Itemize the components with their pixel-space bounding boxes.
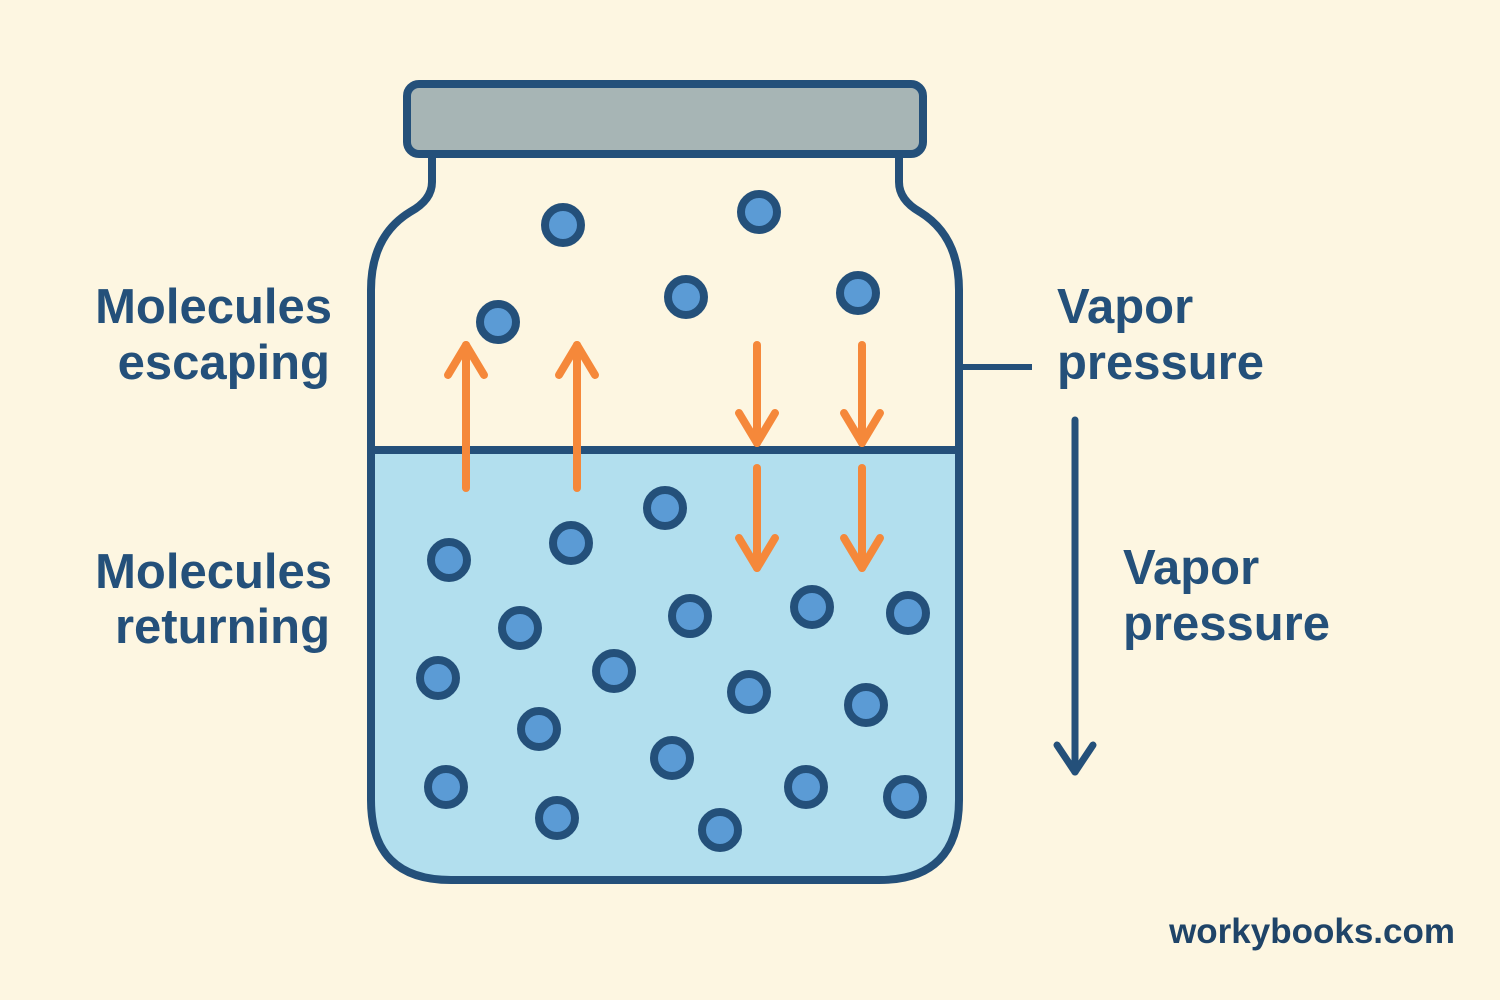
liquid-molecule: [727, 670, 771, 714]
liquid-molecule: [668, 594, 712, 638]
vapor-molecule: [737, 190, 781, 234]
label-vapor-pressure-top-line1: Vapor: [1057, 280, 1193, 334]
pressure-down-arrow: [1053, 416, 1097, 776]
escaping-up-arrow: [555, 341, 599, 492]
liquid-molecule: [844, 683, 888, 727]
liquid-molecule: [498, 606, 542, 650]
label-molecules-escaping-line1: Molecules: [95, 280, 332, 334]
jar-lid: [403, 80, 927, 158]
escaping-up-arrow: [444, 341, 488, 492]
returning-down-arrow-lower: [840, 464, 884, 572]
orange-arrow-group: [444, 341, 884, 572]
returning-down-arrow-lower: [735, 464, 779, 572]
returning-down-arrow-upper: [735, 341, 779, 447]
liquid-molecule: [784, 765, 828, 809]
liquid-molecule: [592, 649, 636, 693]
liquid-molecule: [517, 707, 561, 751]
liquid-molecule: [427, 538, 471, 582]
vapor-molecule: [476, 300, 520, 344]
watermark-site-name: workybooks.com: [1168, 912, 1455, 951]
liquid-molecule: [650, 736, 694, 780]
liquid-molecule: [535, 796, 579, 840]
liquid-molecule: [549, 521, 593, 565]
label-vapor-pressure-top-line2: pressure: [1057, 336, 1264, 390]
label-molecules-returning-line1: Molecules: [95, 545, 332, 599]
vapor-molecule: [836, 271, 880, 315]
returning-down-arrow-upper: [840, 341, 884, 447]
liquid-molecule: [424, 765, 468, 809]
jar-body-outline: [367, 153, 963, 884]
label-molecules-returning-line2: returning: [115, 600, 330, 654]
label-molecules-escaping-line2: escaping: [118, 336, 330, 390]
liquid-molecule: [886, 591, 930, 635]
label-vapor-pressure-bottom-line1: Vapor: [1123, 541, 1259, 595]
liquid-molecule: [883, 775, 927, 819]
vapor-molecule: [664, 275, 708, 319]
vapor-molecule: [541, 203, 585, 247]
liquid-molecule: [643, 486, 687, 530]
liquid-molecule: [416, 656, 460, 700]
liquid-molecule: [790, 585, 834, 629]
molecule-group: [416, 190, 930, 852]
label-vapor-pressure-bottom-line2: pressure: [1123, 597, 1330, 651]
liquid-molecule: [698, 808, 742, 852]
